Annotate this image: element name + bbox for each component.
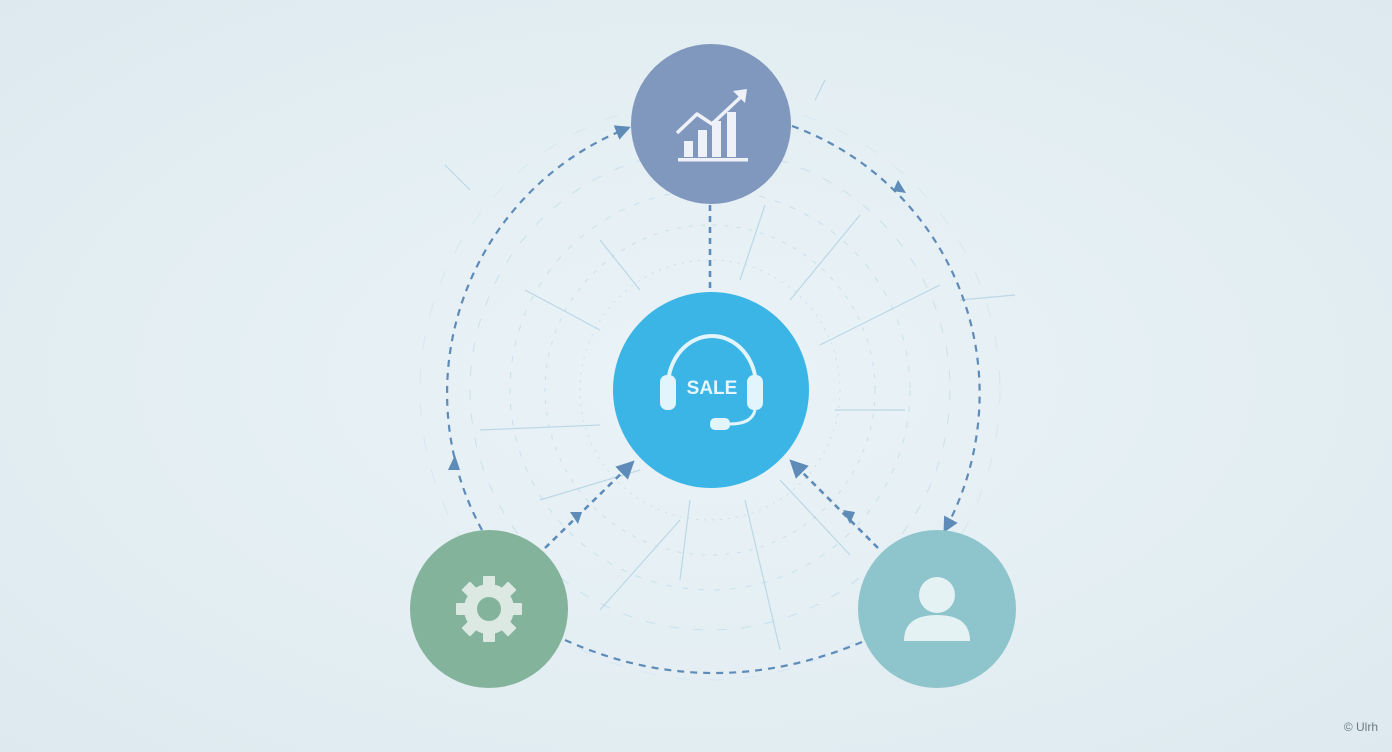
arc-arrow-markers	[448, 180, 906, 470]
arrow-marker-left-spoke	[570, 512, 582, 524]
connector-right-to-center	[789, 459, 879, 549]
connector-left-to-center	[544, 460, 635, 549]
image-credit: © Ulrh	[1343, 720, 1378, 734]
arrow-marker-left-arc	[448, 455, 460, 470]
bottom-left-node	[410, 530, 568, 688]
bottom-right-node	[858, 530, 1016, 688]
arrow-marker-right-arc	[893, 180, 906, 193]
connector-left-to-top-arc	[446, 125, 631, 531]
spoke-connectors	[544, 205, 879, 549]
connector-right-to-left-arc	[564, 638, 863, 675]
growth-chart-icon	[675, 89, 748, 162]
center-node: SALE	[613, 292, 809, 488]
top-node	[631, 44, 791, 204]
center-node-circle	[613, 292, 809, 488]
user-icon	[904, 577, 970, 641]
connector-top-to-right-arc	[791, 124, 981, 533]
spoke-mid-arrows	[570, 510, 855, 524]
center-node-label: SALE	[687, 378, 738, 399]
headset-icon	[660, 334, 763, 430]
gear-icon	[456, 576, 522, 642]
arrow-marker-right-spoke	[843, 510, 855, 524]
